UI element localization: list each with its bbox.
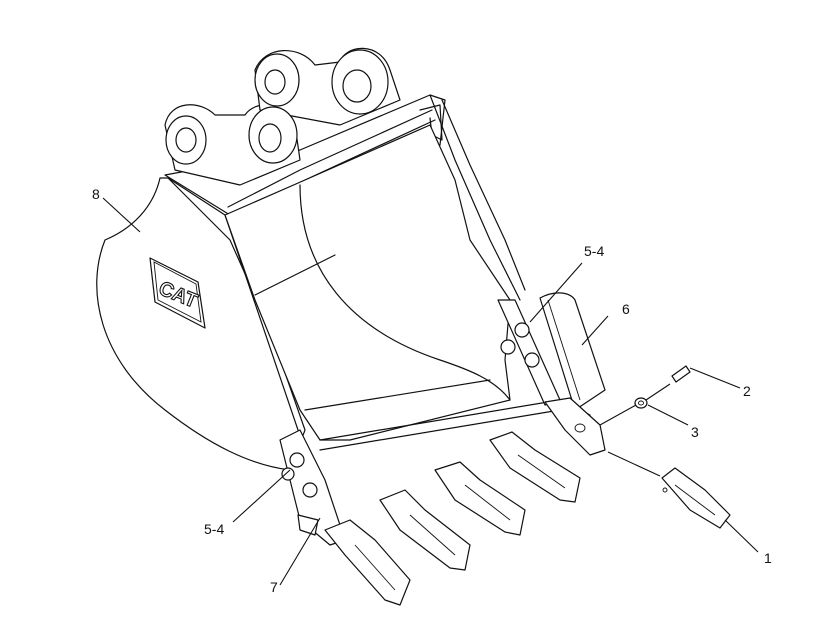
callout-5-4-upper: 5-4: [584, 243, 604, 259]
side-plate-left: CAT: [96, 177, 306, 471]
pin-2: [671, 365, 691, 383]
callout-6: 6: [622, 301, 630, 317]
side-cutter-right: [539, 292, 606, 411]
bucket-teeth: [324, 431, 581, 606]
left-corner-adapter: [279, 429, 346, 546]
mounting-brackets: [164, 47, 446, 216]
side-bolts-upper: [500, 322, 540, 368]
callout-2: 2: [743, 383, 751, 399]
tip-1: [661, 467, 731, 529]
corner-adapter-right: [544, 397, 606, 456]
cat-logo-plate: [149, 257, 206, 329]
callout-5-4-lower: 5-4: [204, 521, 224, 537]
callout-labels: 8 5-4 6 2 3 5-4 7 1: [92, 186, 772, 595]
bucket-interior: [224, 94, 591, 451]
retainer-3: [634, 397, 648, 409]
callout-1: 1: [764, 550, 772, 566]
leader-lines: [102, 197, 759, 586]
callout-7: 7: [270, 579, 278, 595]
assembly-lines: [599, 383, 671, 477]
callout-8: 8: [92, 186, 100, 202]
callout-3: 3: [691, 424, 699, 440]
